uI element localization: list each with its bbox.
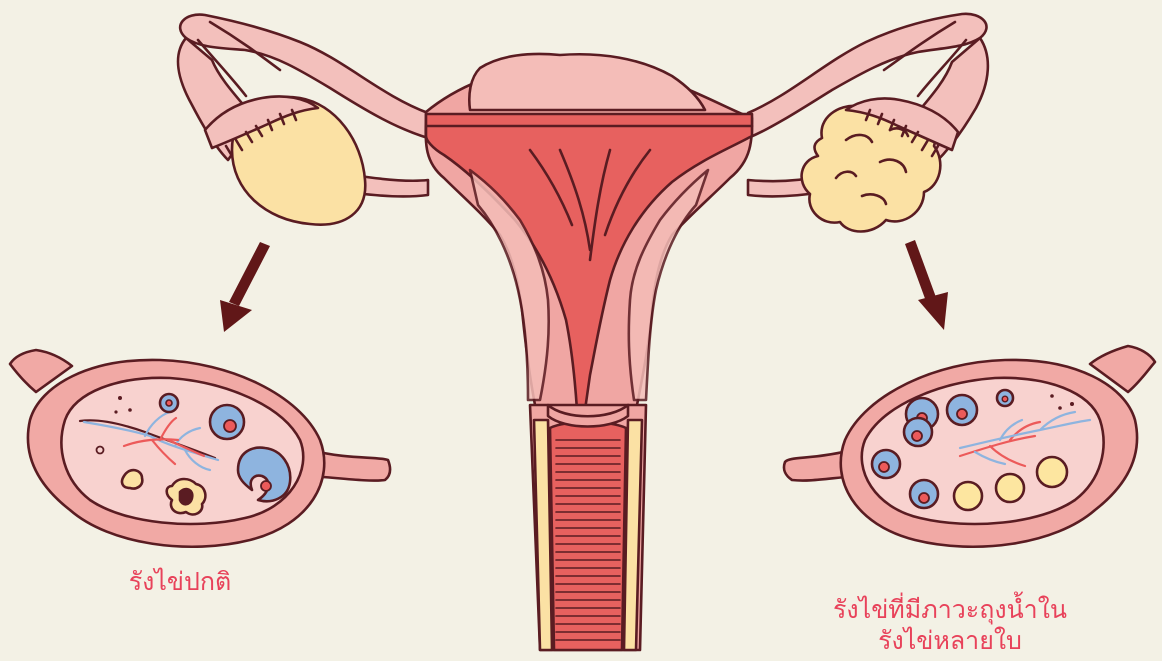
uterus bbox=[426, 54, 752, 410]
arrow-to-normal-ovary bbox=[220, 242, 270, 332]
polycystic-ovary-label-line-2: รังไข่หลายใบ bbox=[775, 625, 1125, 656]
polycystic-ovary-label: รังไข่ที่มีภาวะถุงน้ำใน รังไข่หลายใบ bbox=[775, 594, 1125, 656]
polycystic-ovary-cross-section bbox=[784, 346, 1155, 547]
arrow-to-polycystic-ovary bbox=[905, 240, 948, 330]
right-ovary-polycystic bbox=[802, 98, 958, 231]
normal-ovary-cross-section bbox=[10, 350, 390, 547]
cervix-vagina bbox=[530, 405, 646, 650]
polycystic-ovary-label-line-1: รังไข่ที่มีภาวะถุงน้ำใน bbox=[775, 594, 1125, 625]
normal-ovary-label: รังไข่ปกติ bbox=[95, 566, 265, 597]
